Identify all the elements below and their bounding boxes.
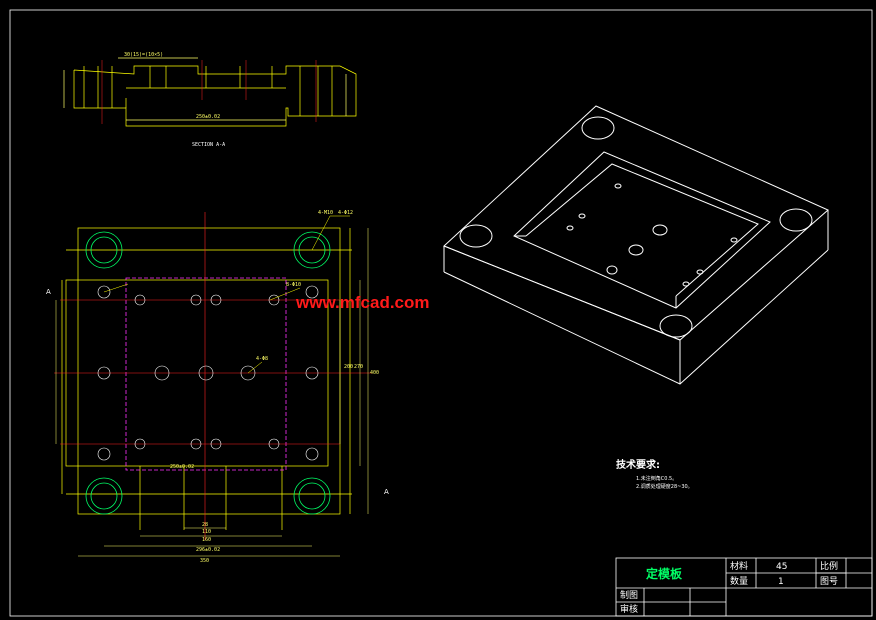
- dim-width-total: 350: [200, 558, 209, 564]
- drawing-frame: [9, 9, 873, 617]
- scale-label: 比例: [820, 560, 838, 572]
- section-top-dimension: 30(15)=(10×5): [124, 52, 163, 58]
- section-view-centers: [101, 60, 317, 124]
- section-width-dimension: 250±0.02: [196, 114, 220, 120]
- watermark: www.mfcad.com: [295, 293, 430, 312]
- dim-height-3: 400: [370, 370, 379, 376]
- isometric-view: [443, 105, 829, 385]
- tech-requirements-title: 技术要求:: [616, 458, 660, 471]
- pocket-outline: [125, 277, 287, 471]
- drawing-number-label: 图号: [820, 576, 838, 587]
- dim-height-2: 270: [354, 364, 363, 370]
- dim-width-4: 28: [202, 522, 208, 528]
- dim-width-1: 296±0.02: [196, 547, 220, 553]
- material-value: 45: [776, 562, 787, 572]
- section-marker-right: A: [384, 488, 389, 496]
- checked-by-label: 审核: [620, 603, 638, 615]
- section-marker-left: A: [46, 288, 51, 296]
- dim-thread-2: 4-Φ12: [338, 210, 353, 216]
- drawn-by-label: 制图: [620, 589, 638, 601]
- plan-center-lines: [54, 212, 372, 540]
- quantity-value: 1: [778, 577, 784, 587]
- section-view: [63, 57, 357, 127]
- section-label: SECTION A-A: [192, 142, 225, 148]
- tech-requirement-2: 2.调质处理硬度28~30。: [636, 483, 693, 490]
- tech-requirement-1: 1.未注倒角C0.5。: [636, 475, 677, 482]
- small-holes: [97, 285, 319, 461]
- material-label: 材料: [730, 560, 748, 572]
- leader-lines: [103, 215, 350, 374]
- title-block: [615, 557, 873, 617]
- dim-width-2: 160: [202, 537, 211, 543]
- dim-height-1: 200: [344, 364, 353, 370]
- plan-view: [61, 227, 352, 530]
- part-name: 定模板: [646, 566, 683, 581]
- dim-inner-pocket: 250±0.02: [170, 464, 194, 470]
- dim-hole-2: 4-Φ8: [256, 356, 268, 362]
- quantity-label: 数量: [730, 575, 748, 587]
- plan-dimensions: [55, 228, 369, 557]
- dim-thread-1: 4-M10: [318, 210, 333, 216]
- corner-bores: [85, 231, 331, 515]
- dim-width-3: 110: [202, 529, 211, 535]
- dim-hole-1: 8-Φ10: [286, 282, 301, 288]
